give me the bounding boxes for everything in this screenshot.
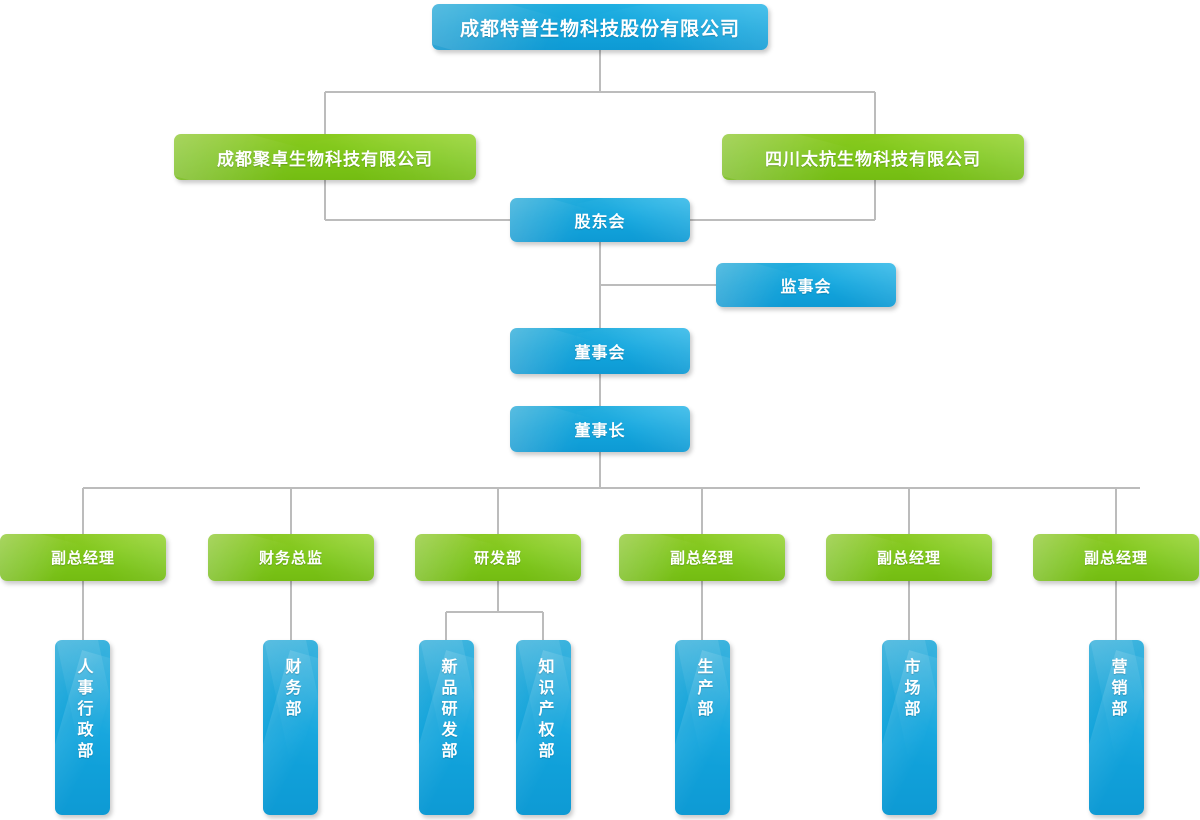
- node-deputy-gm-3[interactable]: 副总经理: [826, 534, 992, 581]
- node-shareholders-meeting[interactable]: 股东会: [510, 198, 690, 242]
- node-dept-finance-label: 财务部: [282, 658, 300, 721]
- node-finance-director-label: 财务总监: [258, 550, 323, 567]
- node-subsidiary-taikang[interactable]: 四川太抗生物科技有限公司: [722, 134, 1024, 180]
- node-board-of-directors[interactable]: 董事会: [510, 328, 690, 374]
- node-deputy-gm-2-label: 副总经理: [669, 550, 734, 567]
- node-rd-division[interactable]: 研发部: [415, 534, 581, 581]
- node-root-label: 成都特普生物科技股份有限公司: [459, 18, 740, 40]
- node-board-of-supervisors-label: 监事会: [780, 279, 832, 296]
- node-dept-market-label: 市场部: [901, 658, 919, 721]
- node-deputy-gm-3-label: 副总经理: [876, 550, 941, 567]
- node-board-of-supervisors[interactable]: 监事会: [716, 263, 896, 307]
- node-subsidiary-jzuo[interactable]: 成都聚卓生物科技有限公司: [174, 134, 476, 180]
- node-subsidiary-taikang-label: 四川太抗生物科技有限公司: [765, 149, 981, 169]
- node-dept-production[interactable]: 生产部: [675, 640, 730, 815]
- node-subsidiary-jzuo-label: 成都聚卓生物科技有限公司: [217, 149, 433, 169]
- node-dept-intellectual-property[interactable]: 知识产权部: [516, 640, 571, 815]
- node-deputy-gm-1[interactable]: 副总经理: [0, 534, 166, 581]
- node-dept-finance[interactable]: 财务部: [263, 640, 318, 815]
- node-shareholders-meeting-label: 股东会: [574, 214, 626, 231]
- node-chairman-label: 董事长: [574, 423, 626, 440]
- node-deputy-gm-2[interactable]: 副总经理: [619, 534, 785, 581]
- node-dept-sales[interactable]: 营销部: [1089, 640, 1144, 815]
- node-rd-division-label: 研发部: [473, 550, 522, 567]
- node-board-of-directors-label: 董事会: [574, 345, 626, 362]
- node-deputy-gm-4-label: 副总经理: [1083, 550, 1148, 567]
- node-dept-intellectual-property-label: 知识产权部: [535, 658, 553, 763]
- node-dept-sales-label: 营销部: [1108, 658, 1126, 721]
- node-deputy-gm-1-label: 副总经理: [50, 550, 115, 567]
- node-finance-director[interactable]: 财务总监: [208, 534, 374, 581]
- node-chairman[interactable]: 董事长: [510, 406, 690, 452]
- node-dept-market[interactable]: 市场部: [882, 640, 937, 815]
- node-dept-hr-admin-label: 人事行政部: [74, 658, 92, 763]
- node-dept-new-product-rd[interactable]: 新品研发部: [419, 640, 474, 815]
- node-dept-hr-admin[interactable]: 人事行政部: [55, 640, 110, 815]
- node-deputy-gm-4[interactable]: 副总经理: [1033, 534, 1199, 581]
- node-root[interactable]: 成都特普生物科技股份有限公司: [432, 4, 768, 50]
- node-dept-new-product-rd-label: 新品研发部: [438, 658, 456, 763]
- node-dept-production-label: 生产部: [694, 658, 712, 721]
